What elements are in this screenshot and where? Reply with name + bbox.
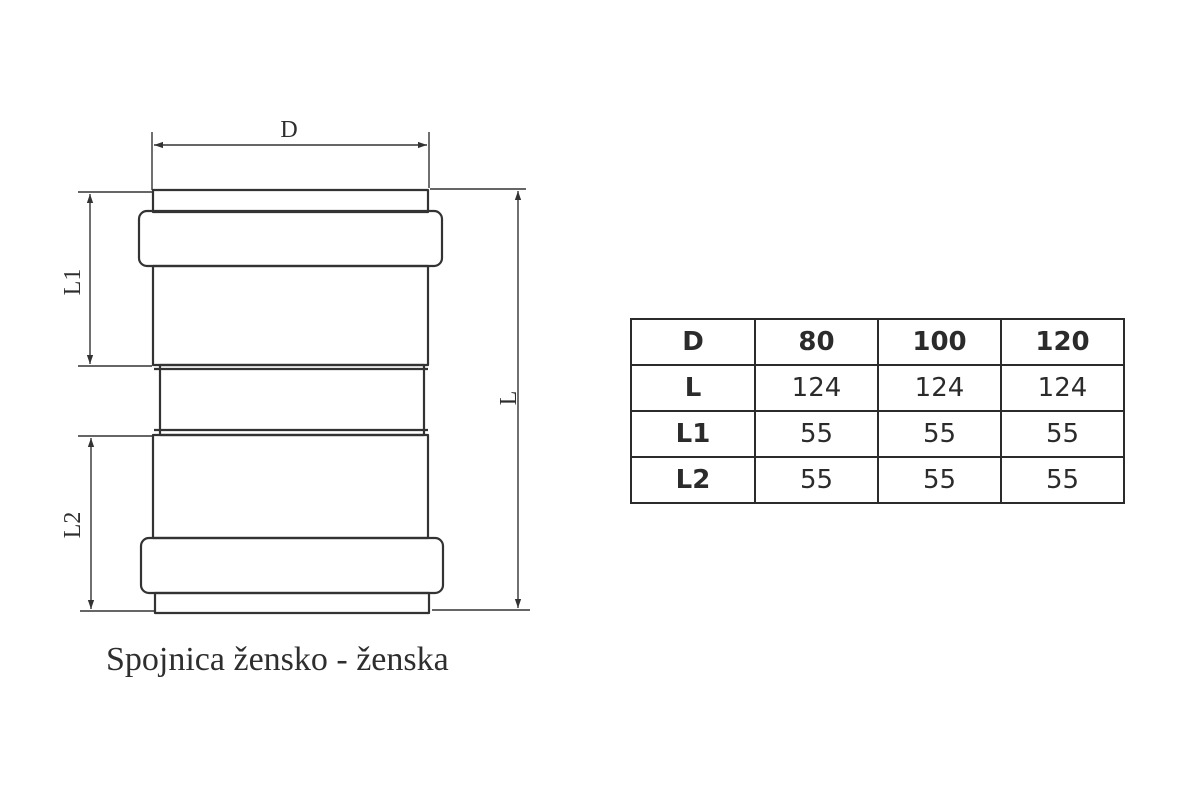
table-cell: 124 — [1000, 364, 1125, 412]
top-collar — [137, 209, 444, 268]
dimension-l-label: L — [496, 391, 522, 406]
table-header-cell: 120 — [1000, 318, 1125, 366]
table-cell: 55 — [754, 456, 879, 504]
dimension-l1 — [78, 191, 152, 367]
table-row: L1 55 55 55 — [630, 410, 1125, 458]
table-cell: 124 — [754, 364, 879, 412]
dimension-l — [430, 188, 530, 611]
coupling-body — [137, 188, 445, 615]
table-cell: 124 — [877, 364, 1002, 412]
dimension-l2-label: L2 — [60, 512, 86, 539]
dimension-d — [151, 132, 430, 190]
middle-section — [158, 363, 426, 437]
table-cell: 55 — [754, 410, 879, 458]
table-header-label: D — [630, 318, 756, 366]
table-cell: 55 — [877, 410, 1002, 458]
drawing-caption: Spojnica žensko - ženska — [106, 641, 449, 678]
table-row: L 124 124 124 — [630, 364, 1125, 412]
bottom-collar — [139, 536, 445, 595]
dimension-l1-label: L1 — [60, 269, 86, 296]
table-row-label: L1 — [630, 410, 756, 458]
table-row-label: L2 — [630, 456, 756, 504]
bottom-pipe-end — [153, 591, 431, 615]
table-row: L2 55 55 55 — [630, 456, 1125, 504]
table-header-cell: 80 — [754, 318, 879, 366]
top-socket — [151, 264, 430, 367]
dimension-l2 — [78, 435, 154, 612]
dimensions-table: D 80 100 120 L 124 124 124 L1 55 55 55 L… — [630, 318, 1125, 504]
dimension-d-label: D — [280, 117, 297, 143]
table-row-label: L — [630, 364, 756, 412]
table-header-row: D 80 100 120 — [630, 318, 1125, 366]
table-cell: 55 — [1000, 456, 1125, 504]
top-pipe-end — [151, 188, 430, 214]
table-cell: 55 — [877, 456, 1002, 504]
table-header-cell: 100 — [877, 318, 1002, 366]
table-cell: 55 — [1000, 410, 1125, 458]
bottom-socket — [151, 433, 430, 540]
